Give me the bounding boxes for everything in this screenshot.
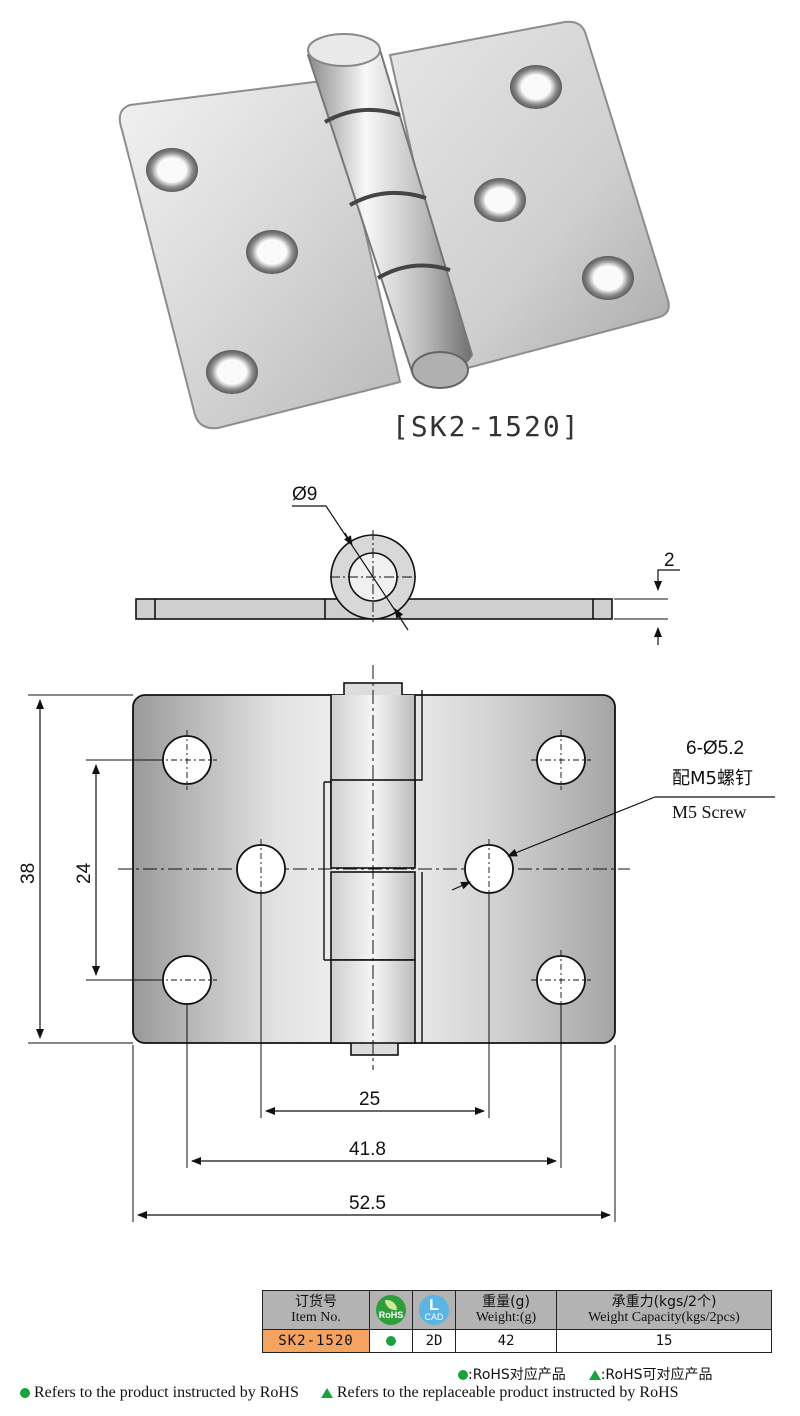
product-code-caption: [SK2-1520] <box>392 410 581 443</box>
weight-header: 重量(g) Weight:(g) <box>455 1290 557 1330</box>
legend-cn: :RoHS对应产品 :RoHS可对应产品 <box>458 1364 713 1384</box>
thickness-label: 2 <box>664 550 675 571</box>
cad-icon: CAD <box>419 1295 449 1325</box>
pin-diameter-label: Ø9 <box>292 484 317 505</box>
side-view: Ø9 2 <box>135 484 680 645</box>
replaceable-triangle-icon <box>588 1370 601 1380</box>
hole-spec-label: 6-Ø5.2 <box>686 738 744 759</box>
cad-header: CAD <box>412 1290 456 1330</box>
hinge-photo <box>118 20 670 430</box>
weight-cell: 42 <box>455 1329 557 1353</box>
capacity-cell: 15 <box>556 1329 772 1353</box>
legend-en: Refers to the product instructed by RoHS… <box>20 1384 679 1402</box>
spec-table: 订货号 Item No. RoHS CAD 重量(g) Weight:(g) 承… <box>262 1290 772 1353</box>
rohs-dot-icon <box>386 1336 396 1346</box>
width-total-label: 52.5 <box>349 1193 386 1214</box>
cad-cell: 2D <box>412 1329 456 1353</box>
item-no-header: 订货号 Item No. <box>262 1290 370 1330</box>
rohs-dot-icon <box>458 1370 468 1380</box>
height-total-label: 38 <box>18 863 39 884</box>
capacity-header: 承重力(kgs/2个) Weight Capacity(kgs/2pcs) <box>556 1290 772 1330</box>
rohs-cell <box>369 1329 413 1353</box>
table-row: SK2-1520 2D 42 15 <box>262 1329 772 1353</box>
height-holes-label: 24 <box>74 862 95 884</box>
table-header-row: 订货号 Item No. RoHS CAD 重量(g) Weight:(g) 承… <box>262 1290 772 1330</box>
front-view: 6-Ø5.2 配M5螺钉 M5 Screw 38 24 25 41.8 52.5 <box>18 665 775 1222</box>
technical-drawing: Ø9 2 <box>18 484 775 1222</box>
rohs-icon: RoHS <box>376 1295 406 1325</box>
width-holes-label: 41.8 <box>349 1139 386 1160</box>
width-inner-label: 25 <box>359 1089 380 1110</box>
rohs-dot-icon <box>20 1388 30 1399</box>
item-no-cell: SK2-1520 <box>262 1329 370 1353</box>
replaceable-triangle-icon <box>320 1388 333 1399</box>
screw-en-label: M5 Screw <box>672 802 747 822</box>
rohs-header: RoHS <box>369 1290 413 1330</box>
screw-cn-label: 配M5螺钉 <box>672 768 753 789</box>
